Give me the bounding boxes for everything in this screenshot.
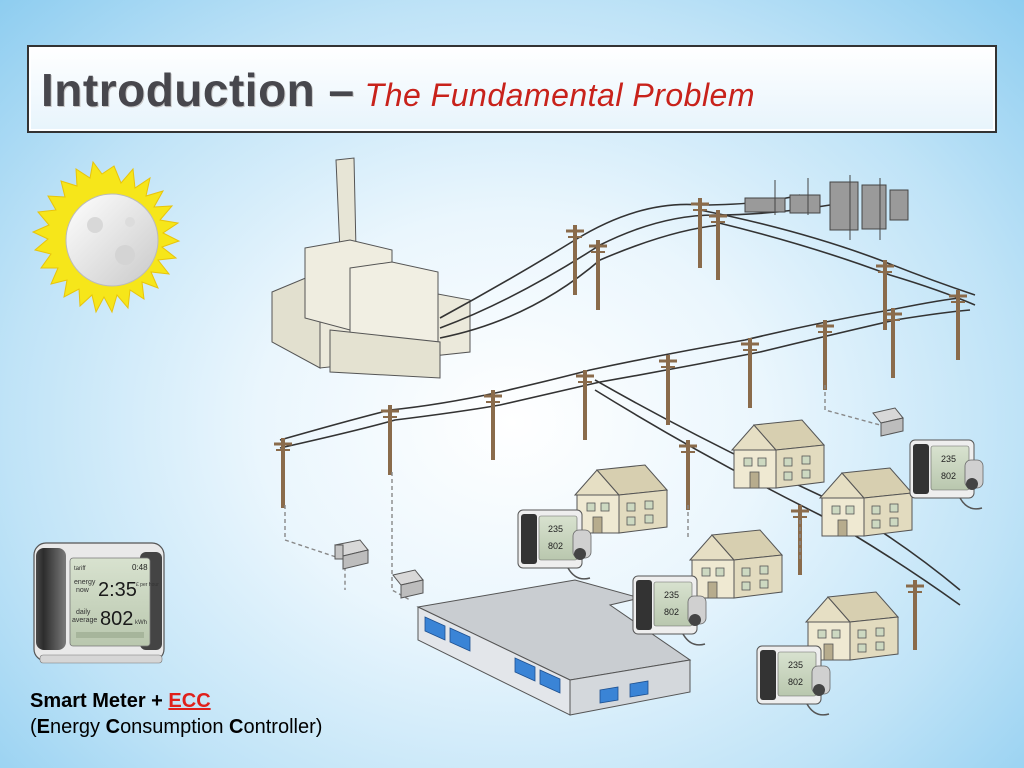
svg-text:802: 802 (548, 541, 563, 551)
title-main-text: Introduction – (41, 64, 355, 116)
smart-meter-device: tariff 0:48 energy now 2:35 £ per hour d… (33, 542, 165, 664)
service-drops (284, 385, 881, 601)
caption-line-2: (Energy Consumption Controller) (30, 714, 322, 740)
transformer-boxes (334, 407, 904, 599)
svg-text:energy: energy (74, 579, 96, 586)
caption-smart-meter: Smart Meter + (30, 690, 163, 712)
slide-title: Introduction –The Fundamental Problem (41, 63, 755, 117)
svg-text:802: 802 (664, 607, 679, 617)
caption: Smart Meter + ECC (Energy Consumption Co… (30, 688, 322, 740)
svg-text:average: average (72, 617, 97, 624)
caption-c2: C (229, 716, 244, 738)
svg-text:2:35: 2:35 (98, 579, 137, 601)
svg-text:tariff: tariff (74, 566, 86, 572)
caption-controller: ontroller) (243, 716, 323, 738)
caption-consumption: onsumption (120, 716, 224, 738)
svg-text:0:48: 0:48 (132, 563, 148, 572)
commercial-building (416, 579, 692, 716)
substation (744, 175, 909, 240)
svg-text:802: 802 (941, 471, 956, 481)
svg-text:235: 235 (548, 524, 563, 534)
ecc-meter-icon: 235 802 (632, 575, 707, 646)
sun-icon (31, 160, 181, 314)
caption-line-1: Smart Meter + ECC (30, 688, 322, 714)
ecc-meter-icon: 235 802 (517, 509, 592, 580)
svg-text:235: 235 (941, 454, 956, 464)
caption-c1: C (105, 716, 121, 738)
svg-text:802: 802 (100, 608, 133, 630)
svg-text:kWh: kWh (135, 620, 147, 626)
svg-text:£ per hour: £ per hour (136, 582, 159, 588)
caption-e: E (36, 716, 51, 738)
svg-text:802: 802 (788, 677, 803, 687)
ecc-meter-icon: 235 802 (909, 439, 984, 510)
svg-text:235: 235 (664, 590, 679, 600)
caption-energy: nergy (50, 716, 101, 738)
power-plant (271, 157, 471, 379)
ecc-meter-icon: 235 802 (756, 645, 831, 716)
svg-text:now: now (76, 587, 90, 594)
svg-text:235: 235 (788, 660, 803, 670)
svg-text:daily: daily (76, 609, 91, 616)
caption-paren: ( (30, 716, 37, 738)
title-box: Introduction –The Fundamental Problem (27, 45, 997, 133)
title-subtitle: The Fundamental Problem (364, 77, 755, 113)
caption-ecc: ECC (168, 690, 211, 712)
